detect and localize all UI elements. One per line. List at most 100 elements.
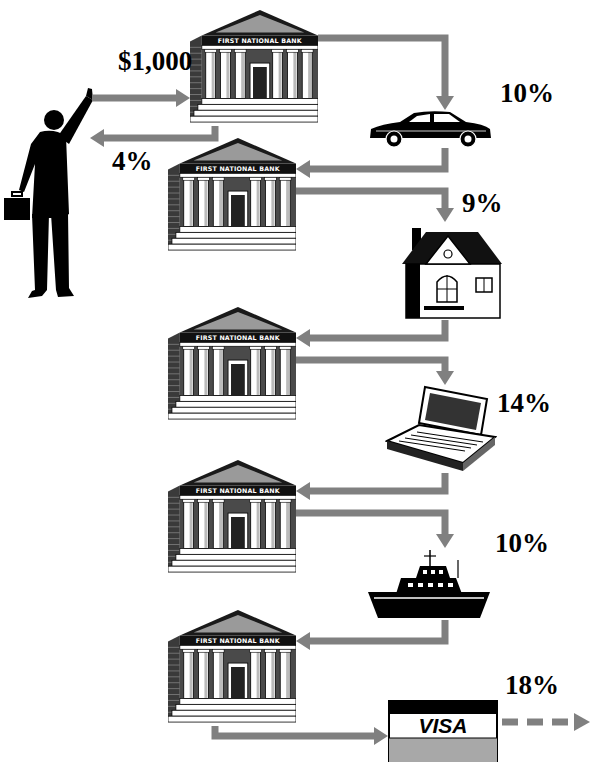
illustration-shape [219,180,222,226]
illustration-shape [168,526,180,527]
illustration-shape [202,49,318,98]
illustration-shape [198,104,318,110]
illustration-shape [402,232,502,264]
businessman-figure [4,88,93,298]
illustration-shape [434,114,460,122]
illustration-shape [202,45,318,49]
illustration-shape [502,719,574,726]
illustration-shape [180,649,296,698]
arrow-head [296,632,310,650]
arrow-head [436,208,454,222]
boat-icon [368,548,490,620]
illustration-shape [444,250,452,258]
illustration-shape [216,15,305,33]
illustration-shape [226,52,229,98]
illustration-shape [287,51,297,98]
illustration-shape [302,51,312,98]
illustration-shape [228,663,248,698]
illustration-shape [190,82,202,83]
illustration-shape [279,499,291,502]
interest-return-arrow [90,126,215,147]
illustration-shape [180,645,296,649]
illustration-shape [389,701,497,762]
computer-loan: 14% [385,385,497,473]
illustration-shape [190,100,202,101]
illustration-shape [168,222,180,223]
illustration-shape [180,226,296,232]
illustration-shape [180,395,296,401]
bank-building: FIRST NATIONAL BANK [168,608,296,726]
bank-sign: FIRST NATIONAL BANK [202,35,318,45]
illustration-shape [176,554,296,560]
illustration-shape [257,180,260,226]
illustration-shape [168,659,180,660]
bank-building [168,458,296,576]
illustration-shape [180,346,296,395]
illustration-shape [204,180,207,226]
illustration-shape [264,649,276,652]
illustration-shape [213,501,223,548]
connector-line [318,38,445,96]
illustration-shape [168,175,180,176]
illustration-shape [271,349,274,395]
illustration-shape [387,441,463,471]
illustration-shape [286,49,298,52]
illustration-shape [212,52,215,98]
illustration-shape [220,49,232,52]
illustration-shape [194,615,283,633]
arrow-head [296,482,310,500]
connector-line [310,473,445,491]
illustration-shape [424,306,464,310]
illustration-shape [368,592,490,618]
illustration-shape [425,393,481,430]
bank-building: FIRST NATIONAL BANK [168,458,296,576]
illustration-shape [408,583,413,587]
illustration-shape [180,636,296,646]
illustration-shape [190,116,318,122]
illustration-shape [183,499,195,502]
illustration-shape [206,51,216,98]
illustration-shape [213,651,223,698]
illustration-shape [168,413,296,419]
illustration-shape [280,501,290,548]
illustration-shape [168,688,180,689]
illustration-shape [172,710,296,716]
illustration-shape [212,177,224,180]
illustration-shape [194,143,283,161]
illustration-shape [168,198,180,199]
illustration-shape [286,180,289,226]
illustration-shape [250,499,262,502]
illustration-shape [438,583,443,587]
illustration-shape [250,649,262,652]
bank-building [190,8,318,126]
illustration-shape [190,349,193,395]
illustration-shape [429,550,431,568]
arrow-head [436,534,454,548]
illustration-shape [180,173,296,177]
illustration-shape [176,704,296,710]
connector-line [296,191,445,208]
bank-building [168,305,296,423]
illustration-shape [168,362,180,363]
illustration-shape [423,570,427,574]
bank-sign: FIRST NATIONAL BANK [180,635,296,645]
bank-building [168,136,296,254]
illustration-shape [180,177,296,226]
illustration-shape [424,555,436,556]
illustration-shape [374,597,484,599]
deposit-amount: $1,000 [118,46,192,76]
illustration-shape [183,346,195,349]
illustration-shape [439,570,443,574]
illustration-shape [180,548,296,554]
illustration-shape [308,52,311,98]
illustration-shape [273,51,283,98]
illustration-shape [271,652,274,698]
illustration-shape [92,95,176,102]
illustration-shape [389,701,497,714]
illustration-shape [286,502,289,548]
illustration-shape [219,652,222,698]
illustration-shape [409,114,430,122]
illustration-shape [172,238,296,244]
illustration-shape [416,566,450,578]
illustration-shape [180,333,296,343]
